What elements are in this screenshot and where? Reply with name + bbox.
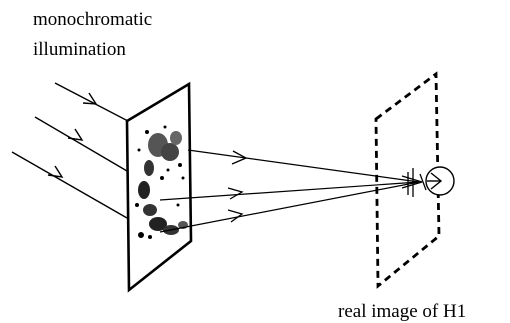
incoming-arrowhead-3 <box>47 165 64 178</box>
hologram-plate <box>125 81 193 293</box>
incoming-ray-1 <box>54 82 129 122</box>
focus-point <box>401 168 427 197</box>
illumination-label-line1: monochromatic <box>33 9 152 30</box>
diffracted-ray-1 <box>187 149 420 183</box>
diffracted-ray-2 <box>159 181 420 201</box>
hologram-pattern <box>135 125 188 239</box>
incoming-arrowhead-1 <box>82 92 98 105</box>
incoming-ray-3 <box>11 151 128 219</box>
diffracted-rays <box>159 149 420 233</box>
diffracted-ray-3 <box>159 181 420 233</box>
incoming-rays <box>11 82 129 219</box>
eye-icon <box>425 166 455 196</box>
illumination-label-line2: illumination <box>33 39 126 60</box>
diffracted-arrowhead-1 <box>231 150 248 165</box>
incoming-ray-2 <box>34 116 128 172</box>
image-plane-dashed <box>374 71 441 289</box>
image-caption: real image of H1 <box>338 301 466 322</box>
incoming-arrowhead-2 <box>67 128 84 141</box>
diffracted-arrowhead-2 <box>227 187 244 200</box>
diffracted-arrowhead-3 <box>227 209 244 223</box>
